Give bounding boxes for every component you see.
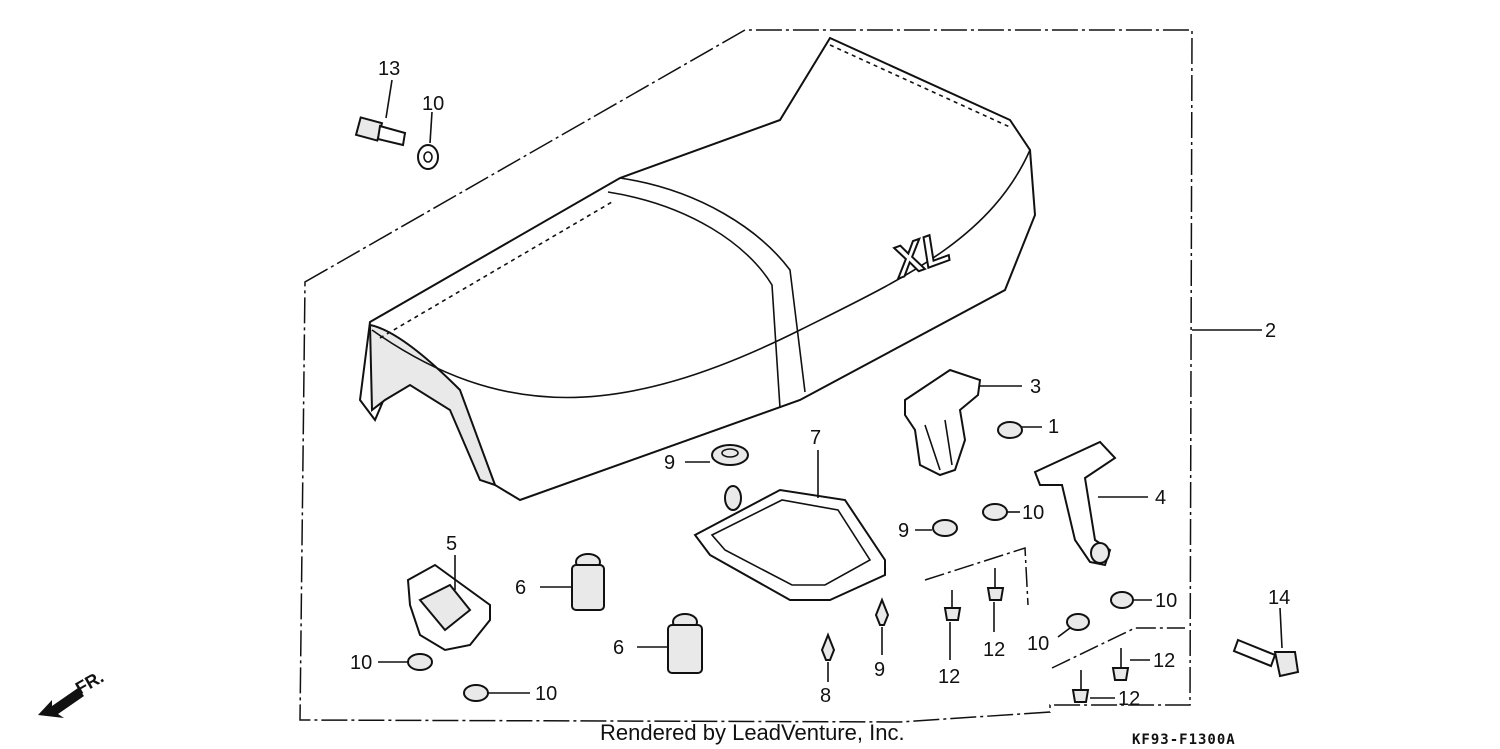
diagram-code: KF93-F1300A [1132,732,1236,748]
bracket-3-illustration [904,368,1022,477]
label-part-11: 10 [422,93,444,115]
front-direction-indicator: FR. [38,667,107,718]
label-part-12-b: 12 [983,639,1005,661]
label-part-7: 7 [810,427,821,449]
label-part-1: 1 [1048,416,1059,438]
bolt-13-illustration [354,79,407,147]
label-part-10-d: 10 [1027,633,1049,655]
label-part-5: 5 [446,533,457,555]
label-part-3: 3 [1030,376,1041,398]
nut-10-bottom-illustration [463,684,530,702]
label-part-12-c: 12 [1153,650,1175,672]
nut-1-illustration [997,421,1042,439]
nut-10-left-illustration [378,653,433,671]
label-part-4: 4 [1155,487,1166,509]
label-part-10-a: 9 [898,520,909,542]
label-part-14: 14 [1268,587,1290,609]
render-credit: Rendered by LeadVenture, Inc. [600,720,905,745]
bolt-12-d-illustration [1071,670,1115,703]
clip-9-left-illustration [820,632,836,682]
seat-illustration: XL [358,36,1037,502]
bolt-12-a-illustration [943,590,962,660]
label-part-6-a: 6 [515,577,526,599]
label-part-10-e: 10 [350,652,372,674]
assembly-boundary [299,29,1193,723]
bolt-14-illustration [1232,607,1300,678]
label-part-9-a: 8 [820,685,831,707]
label-part-8: 9 [664,452,675,474]
bolt-12-b-illustration [986,568,1005,632]
grommet-8-illustration [685,444,749,466]
label-part-10-c: 10 [1155,590,1177,612]
tray-7-illustration [693,450,886,601]
clip-9-right-illustration [874,597,890,655]
nut-10-upper-left-illustration [915,519,958,537]
bolt-12-c-illustration [1111,648,1150,681]
label-part-6-b: 6 [613,637,624,659]
damper-6-lower-illustration [637,613,703,674]
label-part-12-a: 12 [938,666,960,688]
label-part-2: 2 [1265,320,1276,342]
nut-10-right-a-illustration [1110,591,1152,609]
label-part-10-b: 10 [1022,502,1044,524]
nut-10-upper-right-illustration [982,503,1020,521]
label-part-9-b: 9 [874,659,885,681]
damper-6-upper-illustration [540,553,605,611]
arrow-icon [38,688,84,718]
label-part-13: 13 [378,58,400,80]
bracket-5-illustration [406,555,491,652]
bracket-4-illustration [1033,440,1148,567]
washer-11-illustration [417,111,439,170]
nut-10-right-b-illustration [1057,613,1090,638]
label-part-12-d: 12 [1118,688,1140,710]
label-part-10-f: 10 [535,683,557,705]
